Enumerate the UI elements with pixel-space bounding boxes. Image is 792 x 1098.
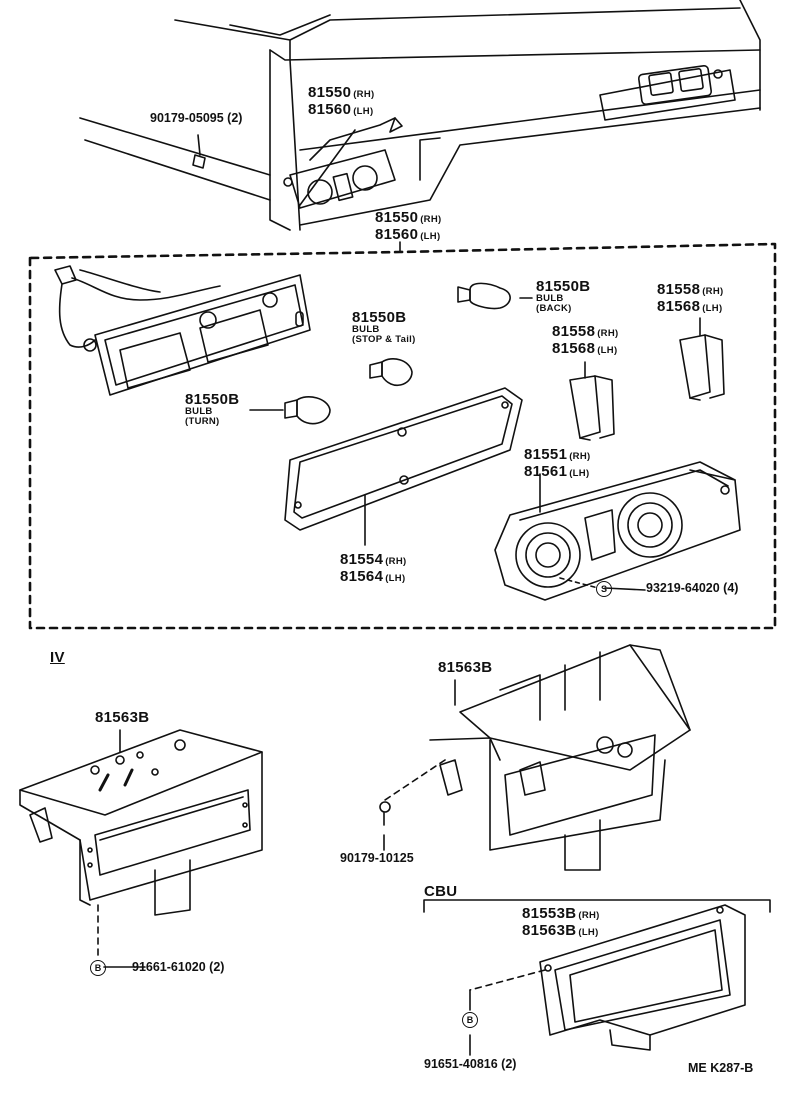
vehicle-rear-body (79, 0, 761, 231)
reflector-upper (679, 317, 725, 401)
bracket-cbu-illustration (469, 904, 746, 1051)
bulb-back-illustration (457, 282, 533, 310)
label-section-iv: IV (50, 649, 65, 666)
lamp-housing (54, 265, 311, 396)
bulb-turn-illustration (249, 396, 331, 425)
reflector-lower (569, 361, 615, 441)
bracket-right-illustration (379, 644, 691, 871)
label-bracket-iv: 81563B (95, 709, 150, 726)
label-rear-lamp-assy: 81550(RH) 81560(LH) (308, 84, 375, 118)
label-body-nut: 90179-05095 (2) (150, 111, 243, 125)
screw-mark-b: B (90, 960, 106, 976)
label-lamp-assy-group: 81550(RH) 81560(LH) (375, 209, 442, 243)
label-section-cbu: CBU (424, 883, 458, 900)
label-bracket-right: 81563B (438, 659, 493, 676)
label-bulb-back: 81550B BULB (BACK) (536, 278, 591, 314)
label-bulb-stop-tail: 81550B BULB (STOP & Tail) (352, 309, 416, 345)
label-reflector-upper: 81558(RH) 81568(LH) (657, 281, 724, 315)
label-cbu-screw-mark: B (462, 1012, 482, 1028)
lamp-assembly-group-box (28, 242, 777, 630)
label-gasket: 81554(RH) 81564(LH) (340, 551, 407, 585)
section-cbu-bracket-line (423, 899, 771, 913)
bracket-iv-illustration (19, 729, 263, 961)
screw-mark-b-cbu: B (462, 1012, 478, 1028)
screw-mark-s: S (596, 581, 612, 597)
label-lens: 81551(RH) 81561(LH) (524, 446, 591, 480)
diagram-code: ME K287-B (688, 1061, 754, 1075)
label-cbu-screw: 91651-40816 (2) (424, 1057, 517, 1071)
lamp-lens (494, 461, 741, 601)
label-bulb-turn: 81550B BULB (TURN) (185, 391, 240, 427)
gasket (284, 387, 523, 546)
label-bracket-nut: 90179-10125 (340, 851, 414, 865)
label-bracket-cbu: 81553B(RH) 81563B(LH) (522, 905, 600, 939)
bulb-stop-tail-illustration (369, 358, 413, 386)
label-reflector-lower: 81558(RH) 81568(LH) (552, 323, 619, 357)
